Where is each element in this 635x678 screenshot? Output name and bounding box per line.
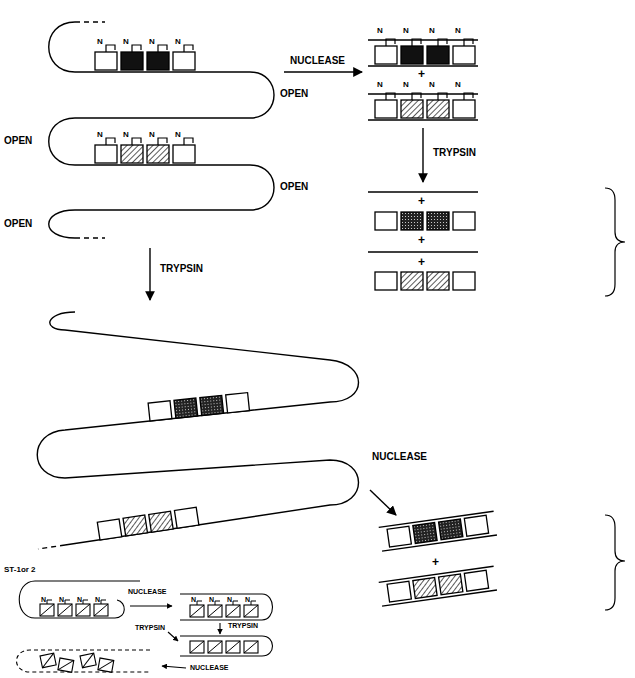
tail-letter: N — [77, 596, 82, 603]
plus-sign: + — [432, 556, 439, 568]
tail-letter: N — [209, 596, 214, 603]
tail-letter: N — [227, 596, 232, 603]
tail-letter: N — [123, 131, 129, 139]
plus-sign: + — [418, 256, 425, 268]
tail-letter: N — [149, 38, 155, 46]
step-label: TRYPSIN — [228, 622, 258, 629]
plus-sign: + — [418, 68, 425, 80]
tail-letter: N — [377, 27, 383, 35]
step-label: NUCLEASE — [372, 452, 427, 462]
tail-letter: N — [377, 81, 383, 89]
tail-letter: N — [403, 81, 409, 89]
step-label: ST-1or 2 — [4, 566, 36, 574]
step-label: OPEN — [280, 89, 308, 99]
tail-letter: N — [429, 27, 435, 35]
tail-letter: N — [97, 131, 103, 139]
tail-letter: N — [97, 38, 103, 46]
plus-sign: + — [418, 195, 425, 207]
tail-letter: N — [149, 131, 155, 139]
tail-letter: N — [123, 38, 129, 46]
tail-letter: N — [191, 596, 196, 603]
tail-letter: N — [245, 596, 250, 603]
tail-letter: N — [429, 81, 435, 89]
step-label: OPEN — [4, 219, 32, 229]
step-label: TRYPSIN — [135, 624, 165, 631]
step-label: NUCLEASE — [190, 664, 229, 671]
tail-letter: N — [59, 596, 64, 603]
tail-letter: N — [455, 81, 461, 89]
tail-letter: N — [175, 38, 181, 46]
step-label: OPEN — [280, 182, 308, 192]
tail-letter: N — [95, 596, 100, 603]
step-label: OPEN — [4, 136, 32, 146]
step-label: NUCLEASE — [128, 588, 167, 595]
step-label: TRYPSIN — [160, 264, 203, 274]
step-label: NUCLEASE — [290, 56, 345, 66]
tail-letter: N — [175, 131, 181, 139]
tail-letter: N — [403, 27, 409, 35]
tail-letter: N — [455, 27, 461, 35]
step-label: TRYPSIN — [433, 148, 476, 158]
plus-sign: + — [418, 234, 425, 246]
tail-letter: N — [41, 596, 46, 603]
